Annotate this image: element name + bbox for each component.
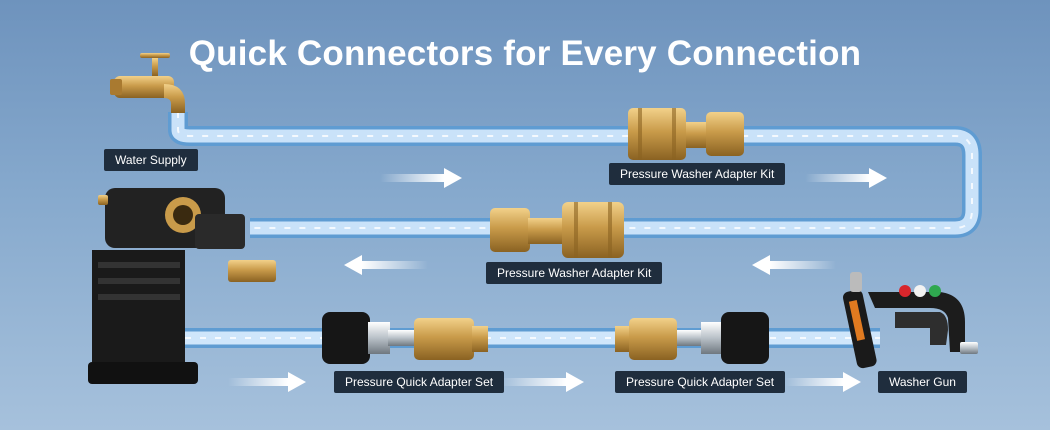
adapter-kit-top-label: Pressure Washer Adapter Kit bbox=[609, 163, 786, 185]
right-quick-adapter-image bbox=[615, 312, 769, 364]
arrow-right-icon bbox=[805, 168, 887, 188]
middle-adapter-kit-image bbox=[490, 202, 624, 258]
pump-icon bbox=[88, 188, 276, 384]
quick-set-left-label: Pressure Quick Adapter Set bbox=[334, 371, 505, 393]
faucet-icon bbox=[110, 53, 185, 113]
left-quick-adapter-image bbox=[322, 312, 488, 364]
arrow-right-icon bbox=[380, 168, 462, 188]
flow-arrows bbox=[228, 168, 887, 392]
adapter-kit-middle-label: Pressure Washer Adapter Kit bbox=[486, 262, 663, 284]
arrow-right-icon bbox=[500, 372, 584, 392]
page-title: Quick Connectors for Every Connection bbox=[188, 34, 862, 73]
quick-set-right-label: Pressure Quick Adapter Set bbox=[615, 371, 786, 393]
top-adapter-kit-image bbox=[628, 108, 744, 160]
washer-gun-label: Washer Gun bbox=[878, 371, 967, 393]
arrow-right-icon bbox=[785, 372, 861, 392]
water-supply-label: Water Supply bbox=[104, 149, 198, 171]
arrow-left-icon bbox=[344, 255, 428, 275]
arrow-left-icon bbox=[752, 255, 836, 275]
washer-gun-icon bbox=[843, 272, 978, 369]
arrow-right-icon bbox=[228, 372, 306, 392]
